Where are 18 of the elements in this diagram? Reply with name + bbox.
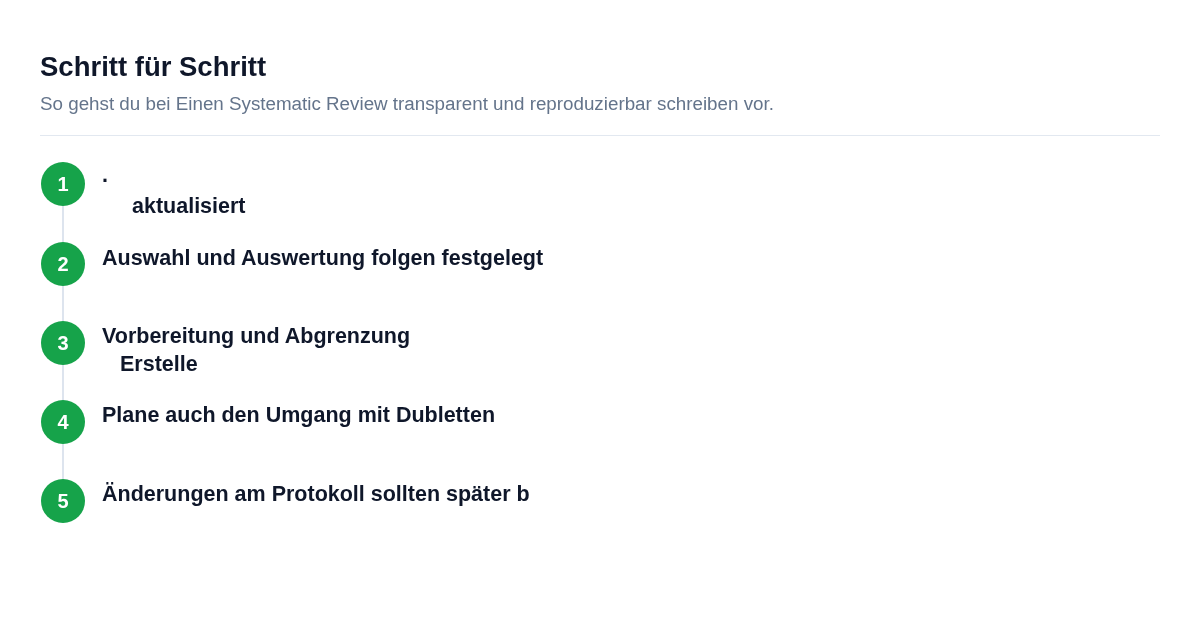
connector-line [62, 205, 64, 243]
subtitle-text: So gehst du bei Einen Systematic Review transparent und reproduzierbar schreiben vor. [40, 92, 774, 116]
step-number-circle: 1 [41, 162, 85, 206]
step-text: Änderungen am Protokoll sollten später b [102, 481, 530, 507]
step-text: Vorbereitung und Abgrenzung [102, 323, 411, 349]
step-text: . [102, 162, 108, 188]
step-number-circle: 3 [41, 321, 85, 365]
connector-line [62, 364, 64, 401]
step-number-circle: 4 [41, 400, 85, 444]
connector-line [62, 285, 64, 322]
step-text: aktualisiert [132, 193, 246, 219]
connector-line [62, 443, 64, 480]
diagram-title: Schritt für Schritt [40, 50, 267, 84]
step-number-circle: 2 [41, 242, 85, 286]
step-number-circle: 5 [41, 479, 85, 523]
step-text: Erstelle [120, 351, 198, 377]
step-text: Auswahl und Auswertung folgen festgelegt [102, 245, 544, 271]
step-text: Plane auch den Umgang mit Dubletten [102, 402, 495, 428]
